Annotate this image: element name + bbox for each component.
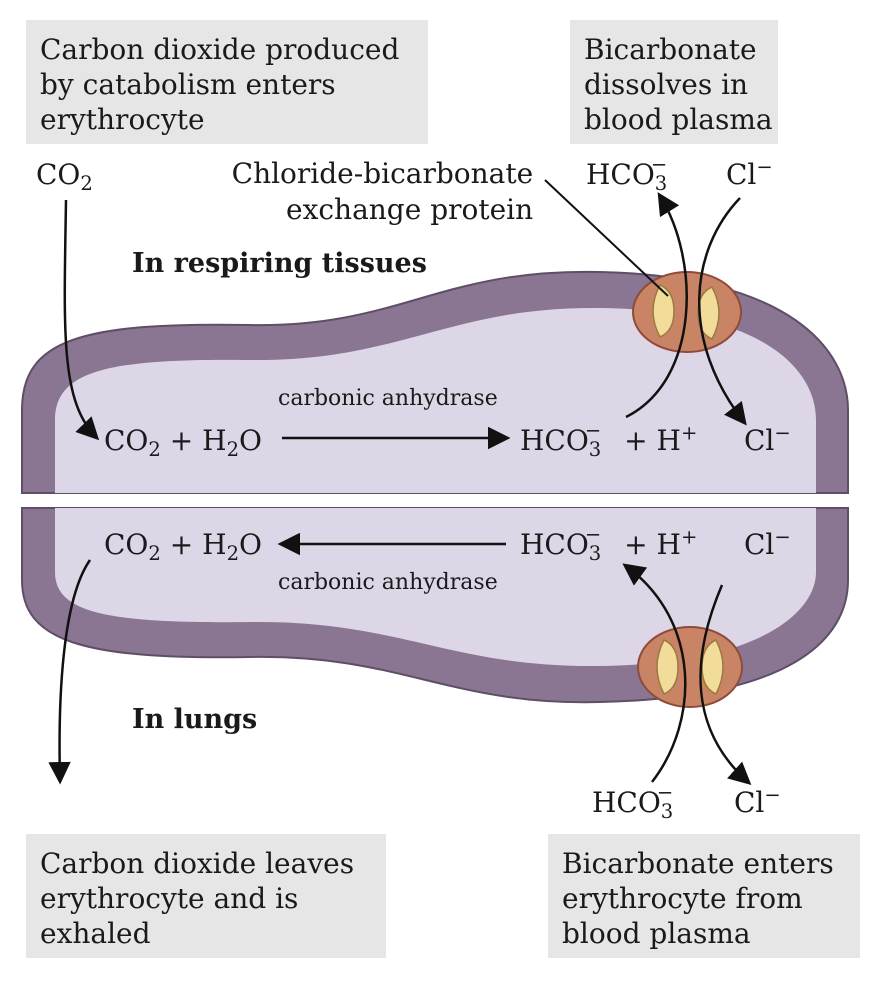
chloride-inside-top: Cl− — [744, 421, 791, 457]
exchange-protein-bottom — [637, 626, 743, 708]
bottom-cell-cytoplasm — [55, 508, 816, 667]
respiring-tissues-heading: In respiring tissues — [132, 248, 427, 279]
chloride-entry-arrow — [698, 197, 747, 426]
enzyme-label-bottom: carbonic anhydrase — [278, 570, 498, 595]
caption-co2-leaves: Carbon dioxide leaves erythrocyte and is… — [26, 834, 386, 958]
bottom-reactants: HCO3− + H+ — [520, 523, 698, 565]
exchange-protein-pointer — [544, 179, 669, 297]
top-reactants: CO2 + H2O — [104, 424, 262, 461]
chloride-inside-bottom: Cl− — [744, 525, 791, 561]
exchange-protein-top — [632, 271, 742, 353]
exchange-protein-label: Chloride-bicarbonate exchange protein — [231, 157, 534, 226]
chloride-outside-bottom: Cl− — [734, 783, 781, 819]
bicarbonate-exit-arrow — [625, 192, 688, 419]
top-cell-cytoplasm — [55, 307, 816, 493]
caption-co2-enters: Carbon dioxide produced by catabolism en… — [26, 20, 428, 144]
lungs-heading: In lungs — [132, 704, 258, 735]
bicarbonate-outside-top: HCO3− — [586, 153, 668, 195]
chloride-exit-arrow — [699, 584, 752, 786]
caption-bicarbonate-enters: Bicarbonate enters erythrocyte from bloo… — [548, 834, 860, 958]
top-products: HCO3− + H+ — [520, 419, 698, 461]
caption-bicarbonate-dissolves: Bicarbonate dissolves in blood plasma — [570, 20, 778, 144]
enzyme-label-top: carbonic anhydrase — [278, 386, 498, 411]
co2-outside-label: CO2 — [36, 158, 93, 195]
bicarbonate-outside-bottom: HCO3− — [592, 781, 674, 823]
bottom-products: CO2 + H2O — [104, 528, 262, 565]
chloride-outside-top: Cl− — [726, 155, 773, 191]
bicarbonate-entry-arrow — [622, 563, 687, 783]
co2-entry-arrow — [63, 199, 100, 441]
co2-exit-arrow — [48, 559, 92, 785]
